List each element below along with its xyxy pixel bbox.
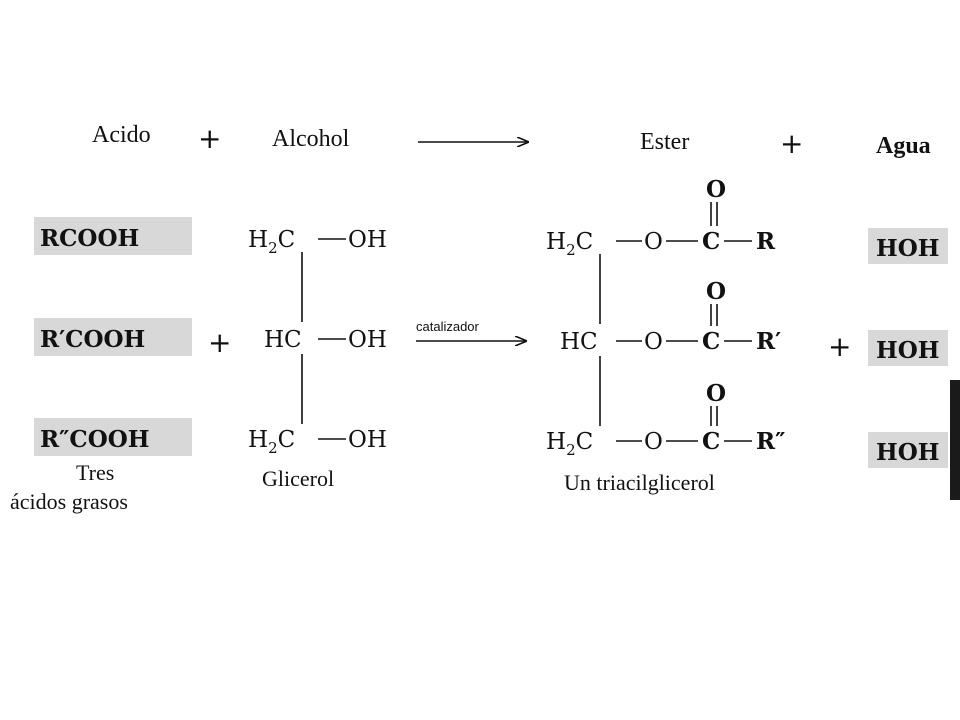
highlight-box bbox=[868, 228, 948, 264]
fatty-acids-caption-line1: Tres bbox=[76, 460, 114, 485]
backbone-carbon-3: H2C bbox=[546, 429, 593, 459]
hydroxyl-group: OH bbox=[348, 427, 387, 453]
acid-label: Acido bbox=[92, 122, 151, 148]
ester-oxygen: O bbox=[644, 429, 663, 455]
carbonyl-carbon: C bbox=[702, 228, 720, 255]
hydroxyl-group: OH bbox=[348, 227, 387, 253]
glycerol-carbon-2: HC bbox=[264, 327, 302, 353]
header-row: Acido + Alcohol Ester + Agua bbox=[92, 122, 931, 160]
backbone-carbon-1: H2C bbox=[546, 229, 593, 259]
plus-sign: + bbox=[828, 330, 851, 363]
acyl-chain-r-prime: R′ bbox=[756, 328, 781, 355]
water-molecule: HOH bbox=[876, 337, 940, 364]
plus-sign: + bbox=[208, 326, 231, 359]
ester-oxygen: O bbox=[644, 229, 663, 255]
highlight-box bbox=[868, 330, 948, 366]
water-label: Agua bbox=[876, 133, 931, 159]
triacylglycerol-structure: H2C O O C R HC O O C R′ H2C O O C R″ Un bbox=[546, 176, 785, 495]
glycerol-structure: H2C OH HC OH H2C OH Glicerol bbox=[248, 227, 387, 491]
carbonyl-oxygen: O bbox=[706, 176, 726, 203]
water-products: HOH HOH HOH bbox=[868, 228, 948, 468]
highlight-box bbox=[34, 217, 192, 255]
highlight-box bbox=[34, 418, 192, 456]
fatty-acid-3: R″COOH bbox=[40, 426, 150, 453]
fatty-acid-2: R′COOH bbox=[40, 326, 145, 353]
catalyst-label: catalizador bbox=[416, 319, 480, 334]
ester-label: Ester bbox=[640, 129, 689, 155]
ester-oxygen: O bbox=[644, 329, 663, 355]
highlight-box bbox=[868, 432, 948, 468]
scan-edge-mark bbox=[950, 380, 960, 500]
glycerol-caption: Glicerol bbox=[262, 466, 334, 491]
hydroxyl-group: OH bbox=[348, 327, 387, 353]
glycerol-carbon-3: H2C bbox=[248, 427, 295, 457]
carbonyl-carbon: C bbox=[702, 428, 720, 455]
carbonyl-oxygen: O bbox=[706, 380, 726, 407]
carbonyl-oxygen: O bbox=[706, 278, 726, 305]
catalyzed-reaction-arrow: catalizador bbox=[416, 319, 526, 341]
triacylglycerol-caption: Un triacilglicerol bbox=[564, 470, 715, 495]
acyl-chain-r: R bbox=[756, 228, 776, 255]
fatty-acids: RCOOH R′COOH R″COOH Tres ácidos grasos bbox=[10, 217, 192, 514]
water-molecule: HOH bbox=[876, 439, 940, 466]
plus-sign: + bbox=[780, 127, 803, 160]
water-molecule: HOH bbox=[876, 235, 940, 262]
carbonyl-carbon: C bbox=[702, 328, 720, 355]
plus-sign: + bbox=[198, 122, 221, 155]
highlight-box bbox=[34, 318, 192, 356]
backbone-carbon-2: HC bbox=[560, 329, 598, 355]
alcohol-label: Alcohol bbox=[272, 126, 350, 152]
fatty-acids-caption-line2: ácidos grasos bbox=[10, 489, 128, 514]
glycerol-carbon-1: H2C bbox=[248, 227, 295, 257]
fatty-acid-1: RCOOH bbox=[40, 225, 139, 252]
acyl-chain-r-double-prime: R″ bbox=[756, 428, 785, 455]
